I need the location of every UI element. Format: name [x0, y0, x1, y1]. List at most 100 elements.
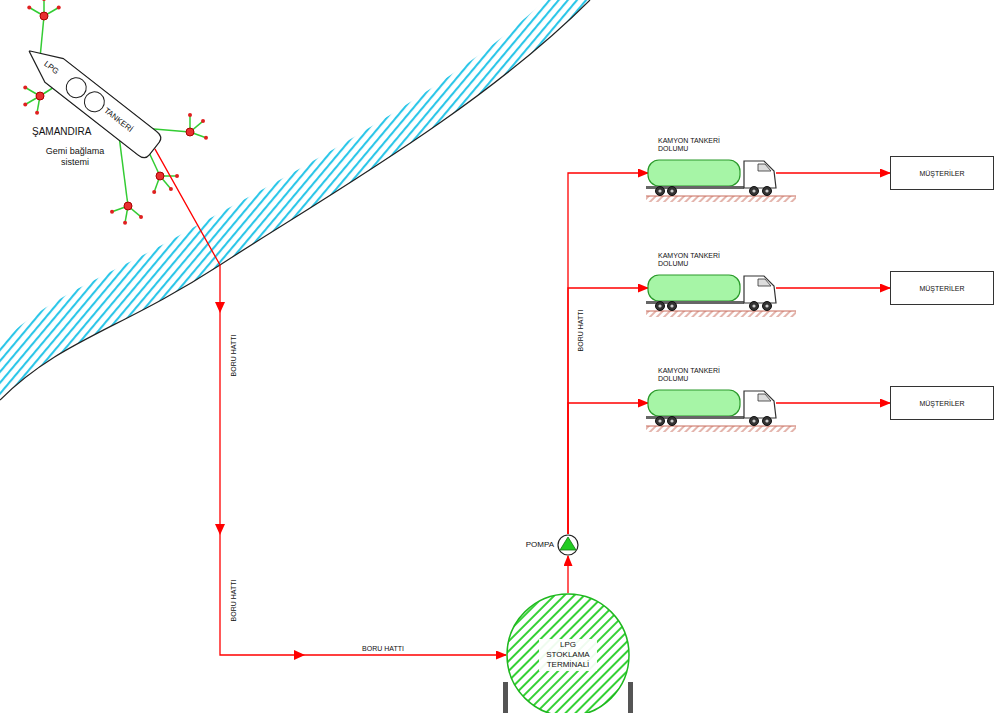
tanker-ship: LPGTANKERİ — [19, 38, 165, 162]
storage-terminal: LPG STOKLAMA TERMİNALİ — [506, 593, 630, 713]
anchor-dot — [175, 174, 179, 178]
truck-label: KAMYON TANKERİ DOLUMU — [658, 252, 730, 268]
wheel-hub — [765, 304, 768, 307]
buoy — [186, 128, 194, 136]
ground-line — [646, 196, 796, 197]
mooring-line — [40, 16, 44, 58]
pipe-line — [568, 173, 648, 534]
ground-line — [646, 426, 796, 427]
anchor-dot — [23, 86, 27, 90]
buoy — [156, 172, 164, 180]
customer-box: MÜŞTERİLER — [890, 386, 994, 420]
anchor-dot — [139, 215, 143, 219]
cab — [744, 391, 776, 418]
anchor-dot — [42, 0, 46, 1]
wheel — [750, 417, 759, 426]
pipe-label: BORU HATTI — [361, 644, 405, 653]
wheel — [668, 187, 677, 196]
wheel-hub — [752, 304, 755, 307]
ship-hull — [19, 38, 165, 162]
pipe-line — [776, 172, 890, 173]
tank — [648, 160, 740, 186]
ground-hatch — [646, 196, 796, 202]
customer-label: MÜŞTERİLER — [919, 399, 964, 408]
buoy — [40, 12, 48, 20]
anchor-dot — [57, 6, 61, 10]
pump-label: POMPA — [526, 540, 554, 550]
wheel — [750, 187, 759, 196]
tank-circle — [62, 74, 90, 102]
terminal-label: LPG STOKLAMA TERMİNALİ — [539, 639, 597, 671]
buoy — [124, 202, 132, 210]
cab-window — [758, 279, 771, 286]
ground-hatch — [646, 426, 796, 432]
customer-box: MÜŞTERİLER — [890, 271, 994, 305]
note-label: Gemi bağlama sistemi — [42, 146, 108, 168]
wheel-hub — [752, 419, 755, 422]
buoy — [36, 92, 44, 100]
tanker-truck: KAMYON TANKERİ DOLUMU — [646, 252, 796, 320]
anchor-dot — [35, 111, 39, 115]
anchor-dot — [23, 103, 27, 107]
anchor-dot — [204, 136, 208, 140]
wheel-hub — [670, 419, 673, 422]
anchor-dot — [110, 210, 114, 214]
tank — [648, 275, 740, 301]
wheel-hub — [658, 189, 661, 192]
ground-line — [646, 311, 796, 312]
terminal-leg — [628, 682, 633, 713]
hull-outline — [20, 39, 164, 161]
pump-casing — [558, 535, 578, 555]
tanker-truck: KAMYON TANKERİ DOLUMU — [646, 137, 796, 205]
shoreline — [0, 0, 590, 400]
pump: POMPA — [526, 534, 579, 556]
wheel-hub — [765, 419, 768, 422]
cab — [744, 276, 776, 303]
wheel — [763, 187, 772, 196]
wheel-hub — [765, 189, 768, 192]
tanker-truck: KAMYON TANKERİ DOLUMU — [646, 367, 796, 435]
wheel — [656, 302, 665, 311]
pipe-line — [776, 402, 890, 403]
truck-drawing — [646, 270, 796, 320]
customer-box: MÜŞTERİLER — [890, 156, 994, 190]
cab-window — [758, 394, 771, 401]
pump-triangle — [560, 537, 576, 550]
anchor-dot — [27, 6, 31, 10]
customer-label: MÜŞTERİLER — [919, 169, 964, 178]
truck-label: KAMYON TANKERİ DOLUMU — [658, 137, 730, 153]
anchor-dot — [152, 190, 156, 194]
pipe-line — [155, 149, 506, 655]
truck-drawing — [646, 385, 796, 435]
wheel — [763, 302, 772, 311]
anchor-dot — [169, 187, 173, 191]
wheel — [656, 187, 665, 196]
cab-window — [758, 164, 771, 171]
anchor-dot — [201, 119, 205, 123]
pipe-line — [776, 287, 890, 288]
pipe-line — [567, 556, 568, 593]
wheel — [750, 302, 759, 311]
anchor-dot — [188, 113, 192, 117]
customer-label: MÜŞTERİLER — [919, 284, 964, 293]
wheel-hub — [670, 189, 673, 192]
note-label: ŞAMANDIRA — [32, 126, 91, 138]
anchor-dot — [123, 221, 127, 225]
pipe-label: BORU HATTI — [230, 333, 239, 377]
cab — [744, 161, 776, 188]
truck-label: KAMYON TANKERİ DOLUMU — [658, 367, 730, 383]
terminal-leg — [503, 682, 508, 713]
wheel — [763, 417, 772, 426]
ground-hatch — [646, 311, 796, 317]
water-band — [0, 0, 590, 400]
pipe-label: BORU HATTI — [577, 308, 586, 352]
pipe-line — [568, 403, 648, 534]
wheel — [668, 302, 677, 311]
wheel-hub — [658, 419, 661, 422]
truck-drawing — [646, 155, 796, 205]
pipe-line — [568, 288, 648, 534]
pipe-label: BORU HATTI — [230, 578, 239, 622]
